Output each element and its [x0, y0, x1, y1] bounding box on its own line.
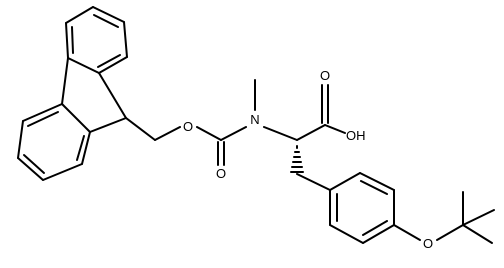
ester-oxygen-label: O: [183, 119, 193, 134]
nitrogen-label: N: [250, 112, 259, 127]
benzyl-link: [296, 173, 331, 191]
fluorene-upper-ring: [65, 6, 128, 74]
carbonyl-oxygen-label: O: [216, 166, 226, 181]
carboxylic-acid: [296, 84, 346, 141]
hydroxyl-label: OH: [346, 128, 366, 143]
ether-oxygen-label: O: [423, 236, 433, 251]
fluorene-lower-ring: [17, 103, 91, 181]
carbamate-linker: [125, 117, 247, 166]
fluorene-five-ring: [61, 57, 127, 133]
acid-carbonyl-oxygen-label: O: [320, 68, 330, 83]
tert-butyl-ether: [393, 191, 495, 244]
n-methyl-alpha: [254, 79, 304, 173]
tyrosine-ring: [329, 172, 395, 244]
